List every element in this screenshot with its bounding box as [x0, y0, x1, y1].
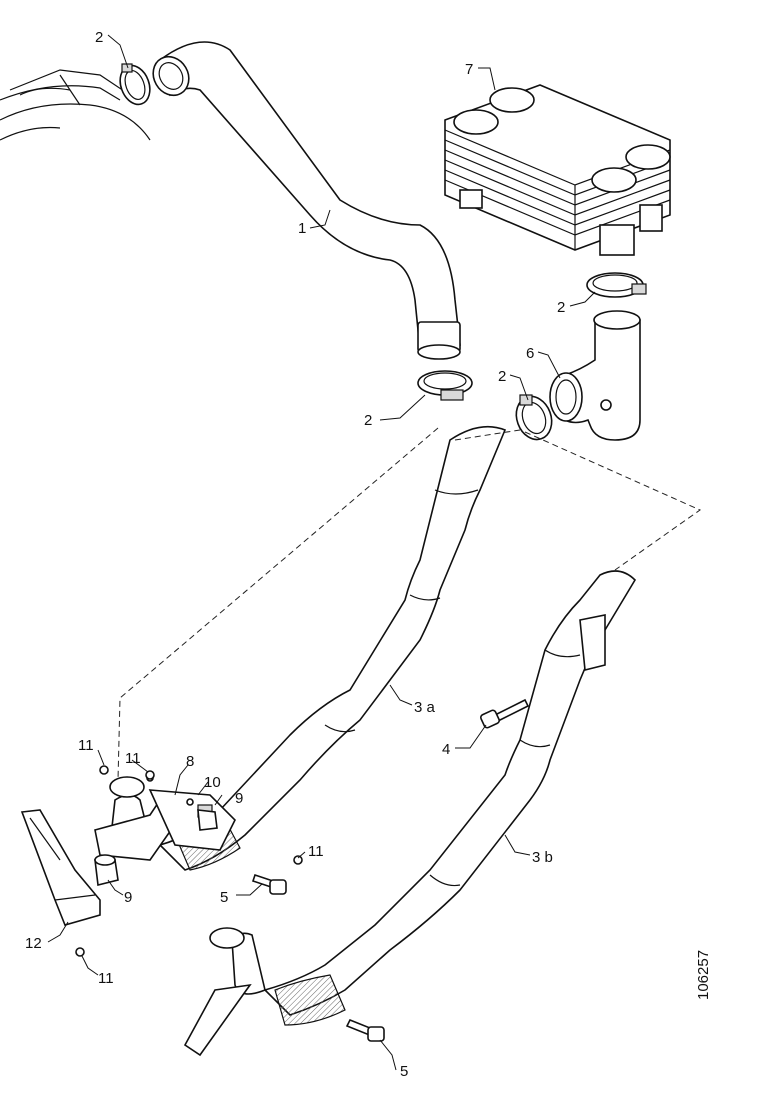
callout-11-b: 11 [125, 750, 141, 767]
part-9-rubber-mount [94, 854, 119, 886]
part-5-bolt-lower [345, 1018, 385, 1042]
callout-6: 6 [526, 345, 534, 362]
callout-11-a: 11 [78, 737, 94, 754]
callout-4: 4 [442, 741, 450, 758]
part-1-upper-hose [152, 41, 461, 360]
part-3b-lower-hose [183, 570, 637, 1057]
callout-12: 12 [25, 935, 42, 952]
callout-2-elbow: 2 [498, 368, 506, 385]
part-7-oil-cooler [444, 84, 671, 256]
callout-3b: 3 b [532, 849, 553, 866]
part-2-hose-clamp-elbow [515, 394, 553, 441]
callout-11-c: 11 [308, 843, 324, 860]
callout-3a: 3 a [414, 699, 436, 716]
callout-2-cooler: 2 [557, 299, 565, 316]
part-2-hose-clamp-upper [119, 63, 151, 106]
part-12-bracket [20, 809, 101, 926]
callout-7: 7 [465, 61, 473, 78]
callout-10: 10 [204, 774, 221, 791]
callout-5-lower: 5 [400, 1063, 408, 1080]
part-4-bolt [479, 698, 530, 729]
callout-1: 1 [298, 220, 306, 237]
part-11-nut-group [75, 765, 303, 957]
part-2-hose-clamp-cooler [586, 272, 647, 298]
part-2-hose-clamp-middle [417, 370, 473, 401]
callout-2-upper: 2 [95, 29, 103, 46]
callout-11-d: 11 [98, 970, 114, 987]
callout-8: 8 [186, 753, 194, 770]
callout-labels: 1 2 2 2 2 3 a 3 b 4 5 5 6 7 8 9 9 10 11 … [25, 29, 712, 1080]
callout-9-upper: 9 [235, 790, 243, 807]
assembly-dashed-lines [117, 427, 702, 781]
callout-9-lower: 9 [124, 889, 132, 906]
engine-housing-fragment [0, 69, 151, 141]
part-9-rubber-mount-upper [197, 809, 218, 831]
part-6-elbow-pipe [549, 310, 641, 441]
callout-2-middle: 2 [364, 412, 372, 429]
part-5-bolt-upper [251, 873, 287, 895]
callout-5-upper: 5 [220, 889, 228, 906]
leader-lines [47, 34, 596, 1071]
figure-number: 106257 [695, 950, 712, 1000]
